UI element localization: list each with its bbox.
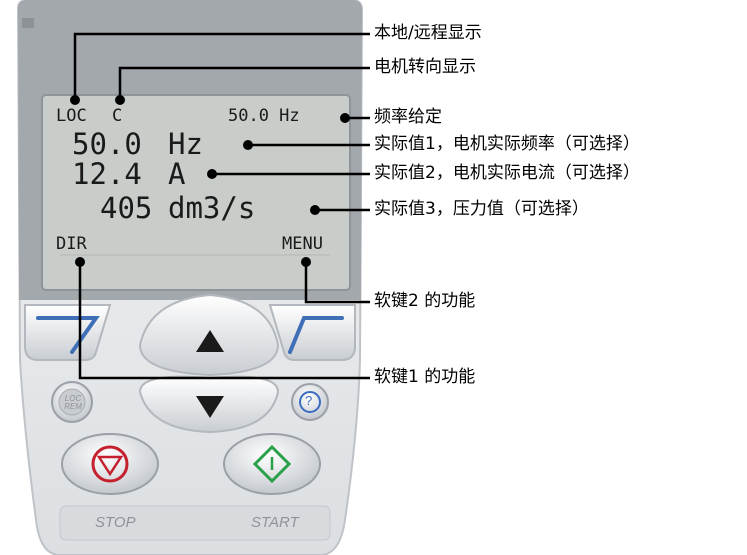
lcd-row1-value: 50.0 <box>72 127 142 161</box>
lcd-row1-unit: Hz <box>168 127 203 161</box>
stop-icon <box>91 445 129 483</box>
soft-key-2-icon <box>288 316 344 354</box>
lcd-row3-unit: dm3/s <box>168 191 256 225</box>
lcd-row2-unit: A <box>168 157 186 191</box>
help-key <box>291 383 329 421</box>
label-strip <box>59 505 331 541</box>
up-arrow-icon <box>196 330 224 352</box>
callout-loc-rem: 本地/远程显示 <box>374 23 482 43</box>
callout-softkey1: 软键1 的功能 <box>374 367 476 387</box>
callout-actual2: 实际值2，电机实际电流（可选择） <box>374 163 640 183</box>
callout-actual3: 实际值3，压力值（可选择） <box>374 199 589 219</box>
help-label: ? <box>305 393 313 408</box>
loc-rem-label: LOC REM <box>64 394 82 412</box>
stop-key <box>61 433 159 495</box>
callout-reference: 频率给定 <box>374 107 442 127</box>
down-arrow-icon <box>196 396 224 418</box>
start-icon <box>252 444 292 484</box>
lcd-soft-left: DIR <box>56 234 87 254</box>
stop-label: STOP <box>95 514 136 531</box>
lcd-row3-value: 405 <box>100 191 153 225</box>
leader-lines <box>73 32 370 380</box>
callout-direction: 电机转向显示 <box>374 57 476 77</box>
lcd-soft-right: MENU <box>282 234 323 254</box>
lcd-reference: 50.0 Hz <box>228 106 300 126</box>
lcd-status-direction: C <box>112 106 123 126</box>
callout-softkey2: 软键2 的功能 <box>374 291 476 311</box>
start-label: START <box>251 514 299 531</box>
lcd-row2-value: 12.4 <box>72 157 142 191</box>
help-icon <box>299 391 321 413</box>
leader-dots <box>70 95 350 267</box>
lcd-status-loc: LOC <box>56 106 87 126</box>
callout-actual1: 实际值1，电机实际频率（可选择） <box>374 134 640 154</box>
